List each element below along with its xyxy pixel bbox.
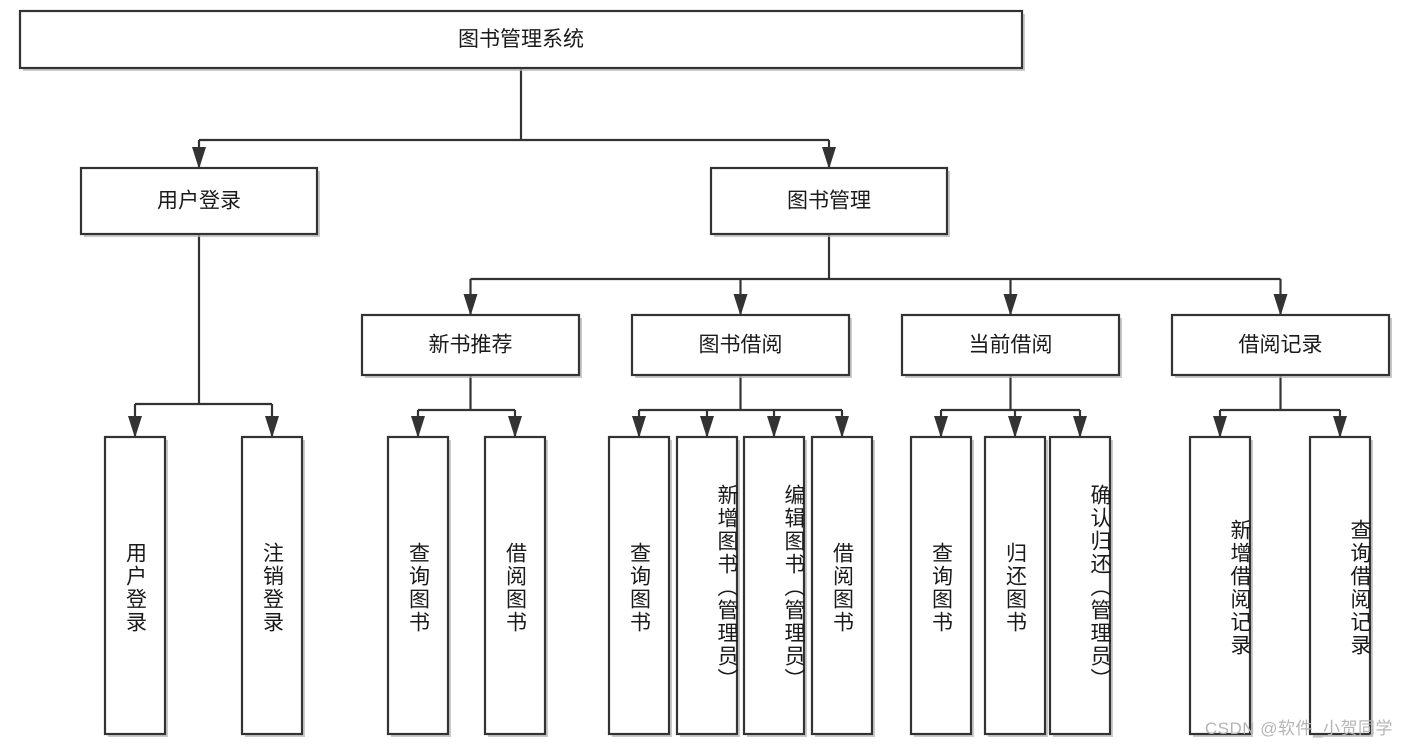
node-user-login[interactable]	[79, 166, 319, 236]
connector-arrowhead	[265, 416, 279, 438]
connector-arrowhead	[1273, 294, 1288, 316]
connector-arrowhead	[192, 147, 206, 169]
node-label-root: 图书管理系统	[458, 28, 584, 51]
connector-arrowhead	[411, 416, 425, 438]
connector-arrowhead	[733, 294, 748, 316]
node-leaf-borrow-book-bb[interactable]	[810, 435, 874, 736]
connector-arrowhead	[700, 416, 714, 438]
connector-arrowhead	[835, 416, 849, 438]
node-label-borrow-record: 借阅记录	[1239, 334, 1323, 357]
node-new-book-rec[interactable]	[360, 313, 581, 377]
node-leaf-query-book-rec[interactable]	[386, 435, 450, 736]
node-label-user-login: 用户登录	[157, 190, 241, 213]
connector-arrowhead	[1213, 416, 1227, 438]
node-leaf-user-login[interactable]	[103, 435, 167, 736]
watermark-text: CSDN @软件_小贺同学	[1204, 719, 1393, 738]
node-label-current-borrow: 当前借阅	[969, 334, 1053, 357]
node-leaf-borrow-book-rec[interactable]	[483, 435, 547, 736]
node-leaf-logout[interactable]	[240, 435, 304, 736]
node-label-book-manage: 图书管理	[787, 190, 871, 213]
connector-arrowhead	[822, 147, 836, 169]
node-book-borrow[interactable]	[630, 313, 851, 377]
boxes-layer	[18, 9, 1392, 737]
node-borrow-record[interactable]	[1170, 313, 1391, 377]
connector-arrowhead	[1008, 416, 1022, 438]
node-leaf-query-book-cb[interactable]	[909, 435, 973, 736]
node-current-borrow[interactable]	[900, 313, 1121, 377]
connector-arrowhead	[767, 416, 781, 438]
node-label-book-borrow: 图书借阅	[699, 334, 783, 357]
node-root[interactable]	[18, 9, 1024, 70]
node-leaf-query-book-bb[interactable]	[607, 435, 671, 736]
node-label-new-book-rec: 新书推荐	[429, 334, 513, 357]
connector-arrowhead	[463, 294, 478, 316]
connector-arrowhead	[632, 416, 646, 438]
node-leaf-add-record[interactable]	[1188, 435, 1252, 736]
connector-arrowhead	[1073, 416, 1087, 438]
node-leaf-add-book[interactable]	[675, 435, 739, 736]
node-leaf-edit-book[interactable]	[742, 435, 806, 736]
connector-arrowhead	[1003, 294, 1018, 316]
connector-arrowhead	[934, 416, 948, 438]
connector-arrowhead	[508, 416, 522, 438]
node-leaf-confirm-return[interactable]	[1048, 435, 1112, 736]
connector-arrowhead	[128, 416, 142, 438]
connector-arrowhead	[1333, 416, 1347, 438]
connectors-layer	[128, 68, 1347, 438]
node-leaf-query-record[interactable]	[1308, 435, 1372, 736]
node-book-manage[interactable]	[709, 166, 949, 236]
node-leaf-return-book[interactable]	[983, 435, 1047, 736]
